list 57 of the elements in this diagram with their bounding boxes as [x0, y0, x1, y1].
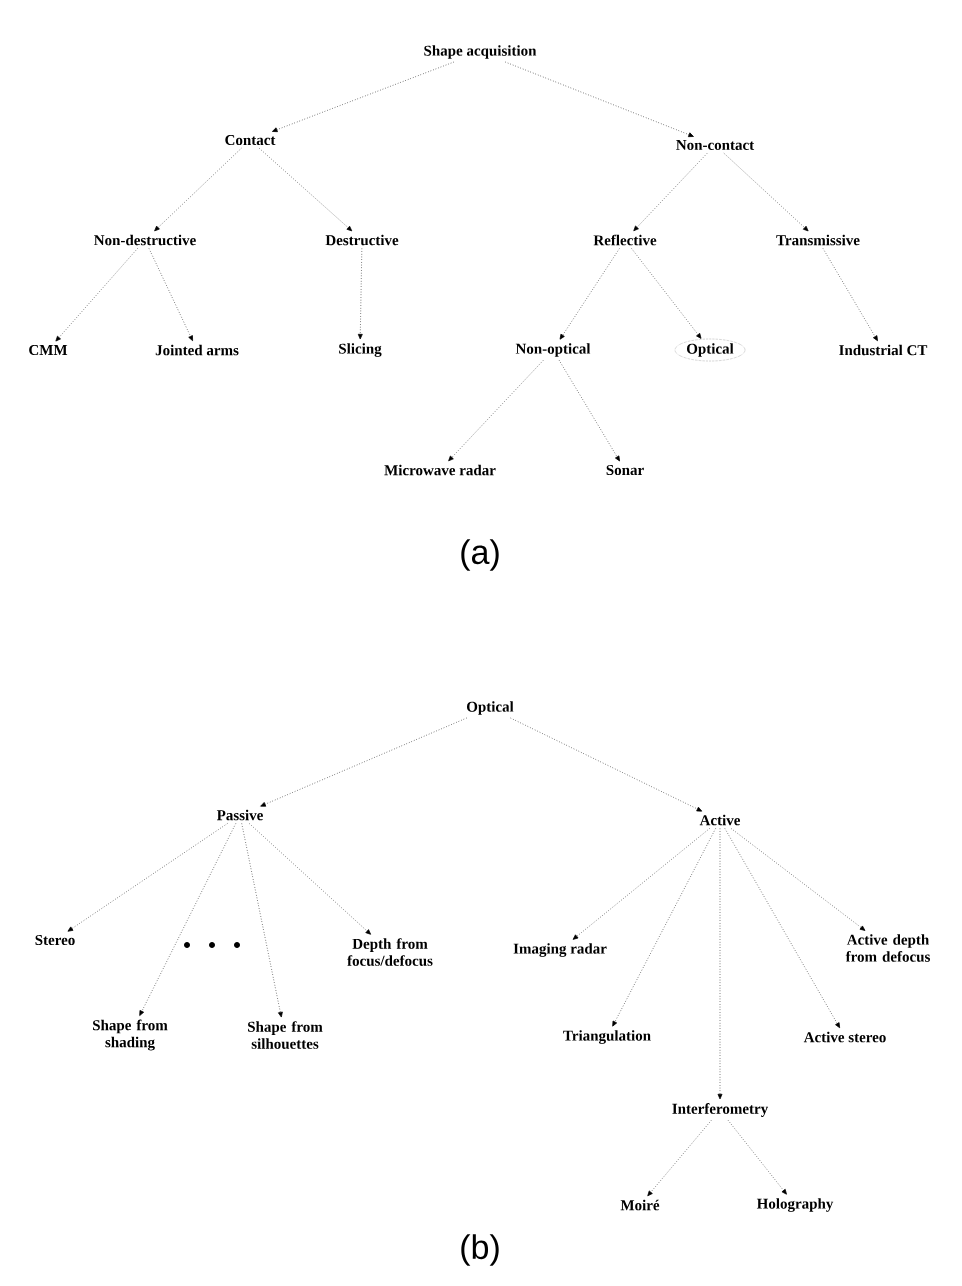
node-label: Reflective	[593, 234, 657, 246]
node-label: CMM	[29, 344, 68, 356]
node-label: Active depth from defocus	[845, 934, 930, 962]
arrow	[822, 248, 878, 342]
arrow	[510, 717, 703, 812]
node-label: Optical	[467, 701, 514, 715]
node-label: Active	[699, 814, 741, 826]
node-label: Depth from focus/defocus	[347, 938, 433, 966]
node-label: Jointed arms	[155, 344, 239, 356]
arrow	[448, 359, 544, 462]
arrow	[258, 147, 353, 232]
node-label: Sonar	[606, 464, 644, 476]
panel-label: (b)	[461, 1234, 499, 1266]
arrow	[724, 828, 840, 1029]
arrow	[260, 717, 467, 807]
node-label: Shape from shading	[93, 1019, 168, 1051]
arrow	[723, 152, 809, 232]
arrow	[631, 248, 702, 339]
arrow	[67, 823, 228, 932]
arrow	[504, 61, 694, 137]
node-label: Passive	[216, 809, 263, 821]
node-label: Non-destructive	[94, 234, 196, 246]
arrow	[139, 823, 237, 1016]
arrow	[633, 152, 708, 232]
node-label: Transmissive	[776, 234, 860, 246]
node-label: Stereo	[35, 935, 75, 946]
arrow	[248, 823, 371, 935]
node-label: Interferometry	[672, 1103, 769, 1117]
arrow	[241, 823, 283, 1018]
node-label: Industrial CT	[839, 344, 928, 356]
arrow	[272, 61, 455, 133]
arrow	[717, 828, 723, 1100]
arrow	[572, 828, 710, 940]
node-label: Shape from silhouettes	[248, 1021, 323, 1049]
node-label: Non-optical	[515, 343, 591, 357]
node-label: Active stereo	[803, 1031, 886, 1043]
arrow	[154, 147, 242, 232]
node-label: Slicing	[339, 343, 382, 357]
node-label: Destructive	[325, 234, 399, 246]
arrow	[148, 248, 193, 342]
arrow	[55, 248, 138, 342]
arrow	[612, 828, 716, 1027]
ellipse-node: Optical	[674, 338, 746, 362]
node-label: Imaging radar	[513, 943, 607, 957]
node-label: Non-contact	[676, 140, 755, 150]
arrow	[730, 828, 866, 931]
node-label: Contact	[225, 134, 276, 146]
arrow	[357, 248, 363, 340]
node-label: Shape acquisition	[424, 45, 537, 59]
node-label: Triangulation	[563, 1030, 651, 1044]
node-label: Moiré	[620, 1199, 660, 1211]
node-label: Microwave radar	[384, 464, 496, 476]
arrow	[558, 359, 620, 462]
arrow	[647, 1119, 712, 1197]
panel-label: (a)	[461, 539, 499, 571]
node-label: Holography	[756, 1198, 834, 1212]
arrow	[727, 1119, 787, 1195]
